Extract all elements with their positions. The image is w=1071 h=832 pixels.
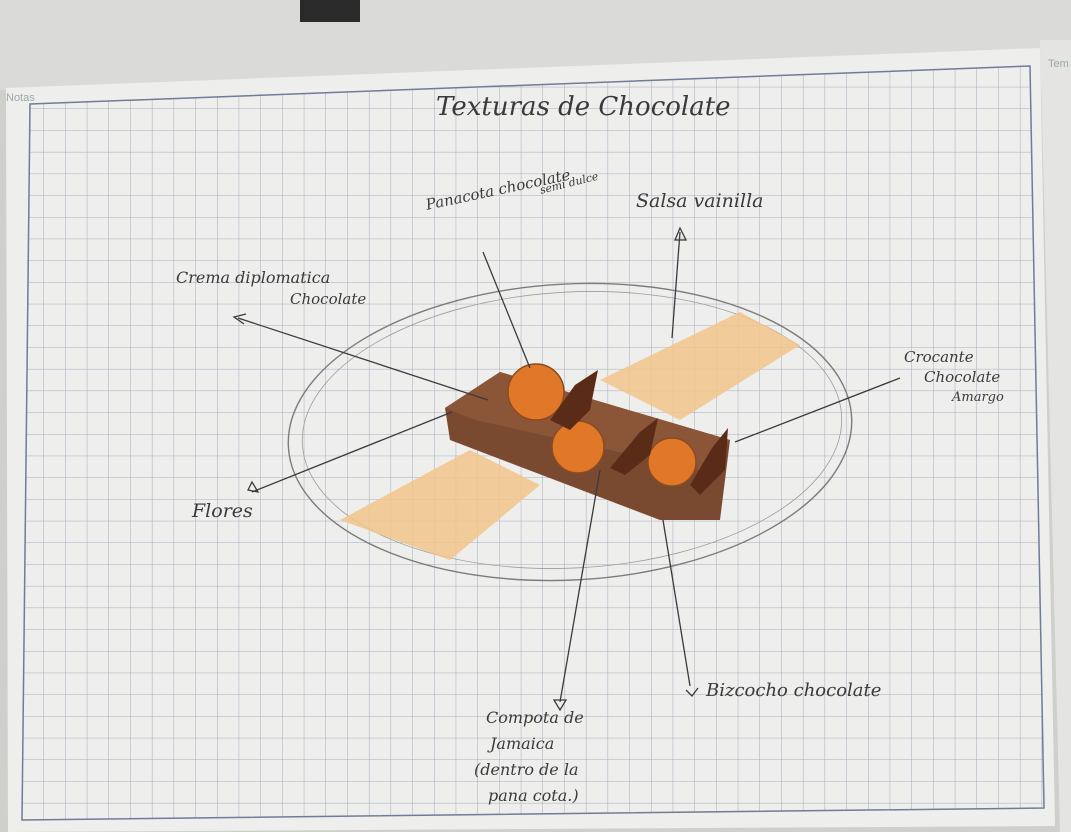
diagram-title: Texturas de Chocolate xyxy=(436,92,731,122)
panacota-sphere xyxy=(508,364,564,420)
label-crema-1: Crema diplomatica xyxy=(176,268,330,287)
label-crocante-1: Crocante xyxy=(904,348,974,366)
label-compota-4: pana cota.) xyxy=(488,786,579,805)
panacota-sphere xyxy=(552,421,604,473)
label-bizcocho: Bizcocho chocolate xyxy=(706,680,881,701)
label-flores: Flores xyxy=(192,500,253,522)
dark-edge xyxy=(300,0,360,22)
label-compota-2: Jamaica xyxy=(490,734,554,753)
notes-header: Notas xyxy=(6,92,35,104)
panacota-sphere xyxy=(648,438,696,486)
label-salsa: Salsa vainilla xyxy=(636,190,763,212)
side-header: Tem xyxy=(1048,58,1069,70)
label-crema-2: Chocolate xyxy=(290,290,366,308)
label-crocante-3: Amargo xyxy=(952,390,1004,405)
label-compota-1: Compota de xyxy=(486,708,584,727)
label-compota-3: (dentro de la xyxy=(474,760,579,779)
label-crocante-2: Chocolate xyxy=(924,368,1000,386)
